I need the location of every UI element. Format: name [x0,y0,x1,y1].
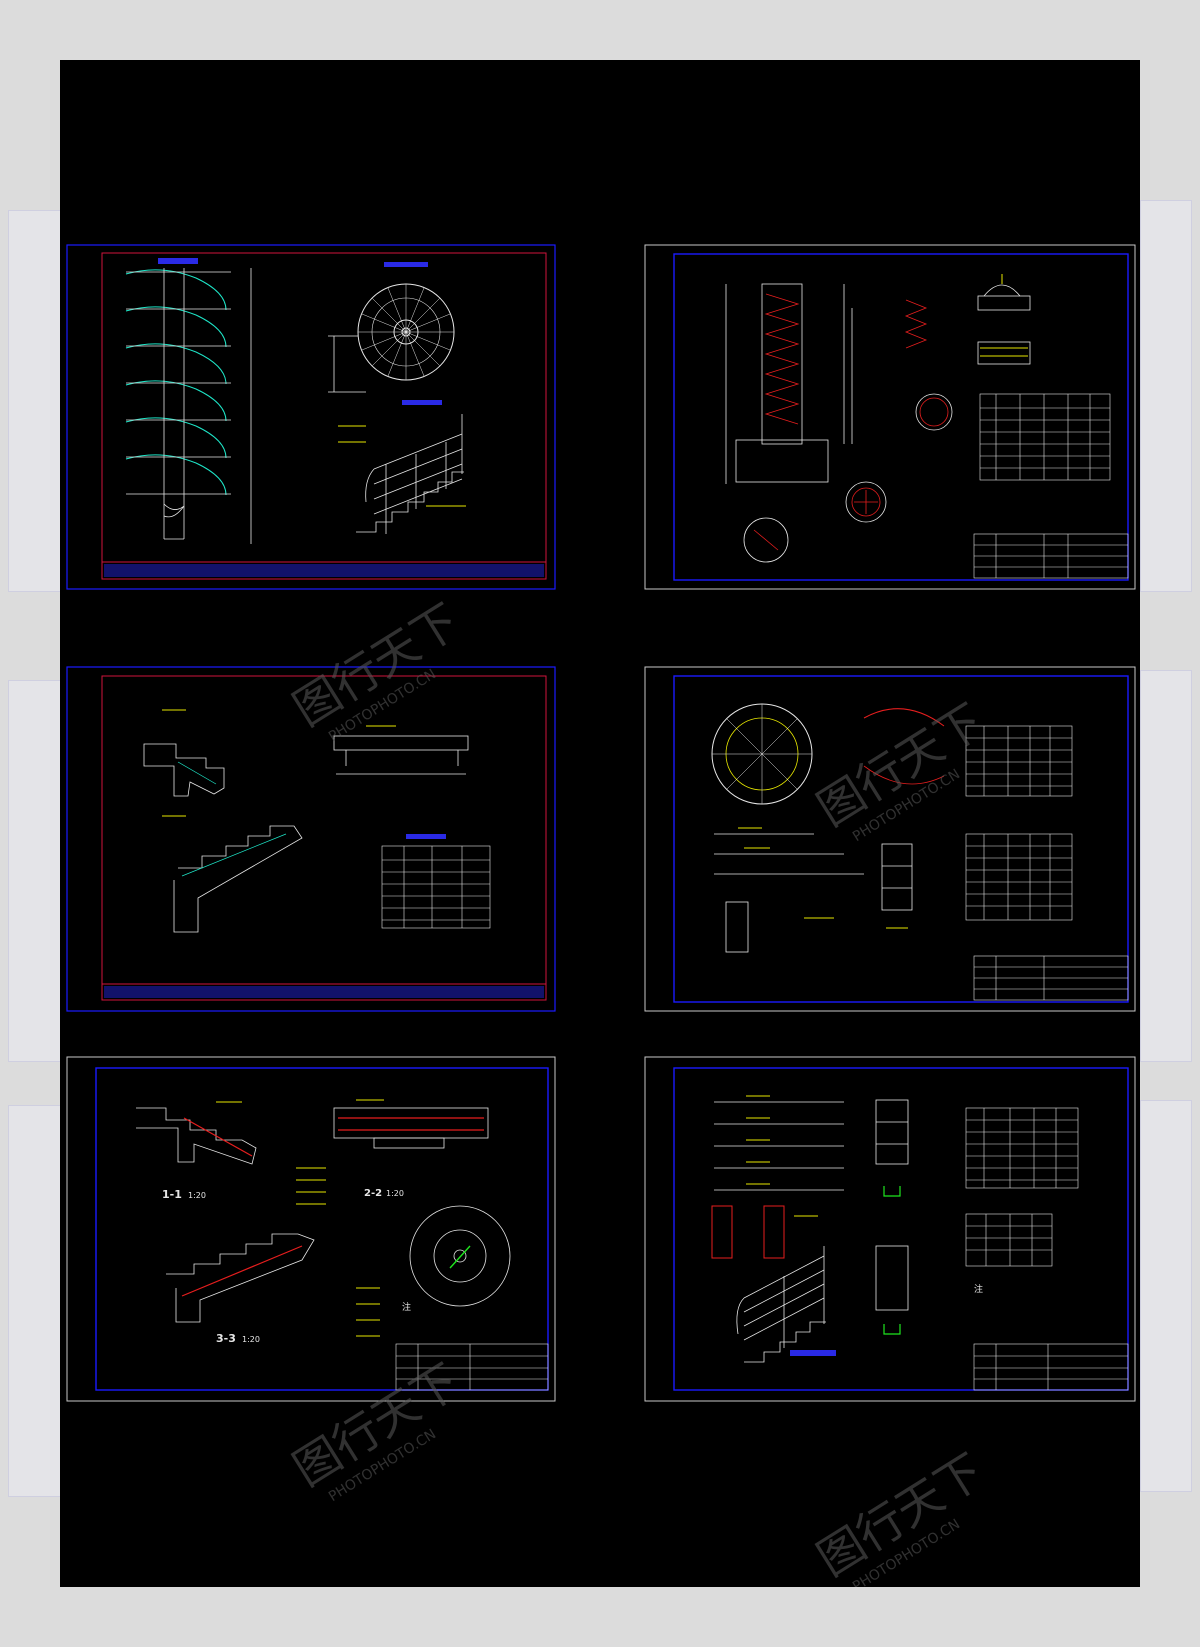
ghost-sheet-right-3 [1140,1100,1192,1492]
note-label: 注 [974,1283,983,1295]
ghost-sheet-left-1 [8,210,62,592]
svg-text:PHOTOPHOTO.CN: PHOTOPHOTO.CN [326,1426,439,1505]
svg-text:图行天下: 图行天下 [808,1450,993,1586]
section-label-1-1: 1-1 [162,1188,182,1201]
cad-drawing-canvas: 1-1 1:20 2-2 1:20 3-3 1:20 注 [60,60,1140,1587]
section-scale-1-1: 1:20 [188,1191,206,1200]
sheet-spiral-stair-elevation[interactable] [66,244,556,590]
section-scale-2-2: 1:20 [386,1189,404,1198]
note-label: 注 [402,1301,411,1313]
sheet-railing-detail[interactable]: 注 [644,1056,1136,1402]
sheet-plan-schedule[interactable] [644,666,1136,1012]
section-scale-3-3: 1:20 [242,1335,260,1344]
sheet-sections-1-2-3[interactable]: 1-1 1:20 2-2 1:20 3-3 1:20 注 [66,1056,556,1402]
ghost-sheet-right-2 [1140,670,1192,1062]
section-label-3-3: 3-3 [216,1332,236,1345]
sheet-column-detail[interactable] [644,244,1136,590]
section-label-2-2: 2-2 [364,1188,382,1199]
sheet-section-details[interactable] [66,666,556,1012]
ghost-sheet-left-2 [8,680,62,1062]
ghost-sheet-left-3 [8,1105,62,1497]
svg-text:PHOTOPHOTO.CN: PHOTOPHOTO.CN [850,1516,963,1587]
ghost-sheet-right-1 [1140,200,1192,592]
watermark-logo-4: 图行天下 PHOTOPHOTO.CN [808,1450,993,1587]
